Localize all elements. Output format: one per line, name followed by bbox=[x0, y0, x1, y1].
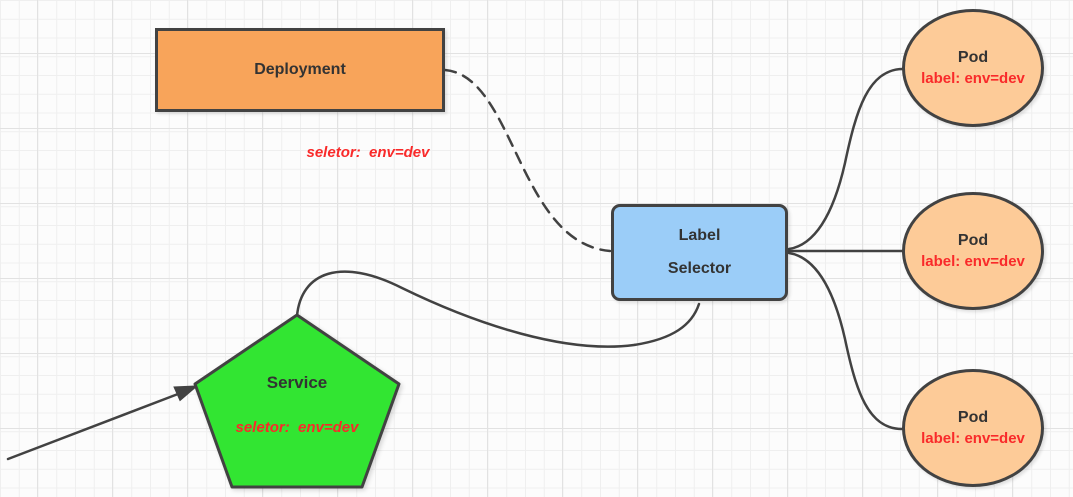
ingress-arrow-head bbox=[173, 385, 199, 402]
connector-deployment-to-selector bbox=[443, 68, 612, 253]
label-selector-line1: Label bbox=[678, 227, 721, 244]
pod-2-tag: label: env=dev bbox=[921, 253, 1025, 270]
pod-node-1: Pod label: env=dev bbox=[902, 9, 1044, 127]
label-selector-line2: Selector bbox=[667, 260, 732, 277]
connector-selector-to-pod-3 bbox=[787, 251, 904, 431]
service-label: Service bbox=[266, 373, 328, 392]
connector-service-to-selector bbox=[295, 270, 701, 348]
pod-3-tag: label: env=dev bbox=[921, 430, 1025, 447]
deployment-label: Deployment bbox=[254, 61, 346, 78]
deployment-node: Deployment bbox=[155, 28, 445, 112]
pod-3-label: Pod bbox=[957, 409, 989, 426]
pod-1-tag: label: env=dev bbox=[921, 70, 1025, 87]
label-selector-node: Label Selector bbox=[611, 204, 788, 301]
service-pentagon bbox=[193, 313, 401, 489]
ingress-arrow-line bbox=[6, 392, 180, 461]
pod-node-3: Pod label: env=dev bbox=[902, 369, 1044, 487]
pod-1-label: Pod bbox=[957, 49, 989, 66]
pod-2-label: Pod bbox=[957, 232, 989, 249]
pod-node-2: Pod label: env=dev bbox=[902, 192, 1044, 310]
deployment-selector-note: seletor: env=dev bbox=[306, 144, 430, 161]
connector-selector-to-pod-1 bbox=[787, 67, 905, 251]
service-selector-note: seletor: env=dev bbox=[235, 419, 359, 436]
